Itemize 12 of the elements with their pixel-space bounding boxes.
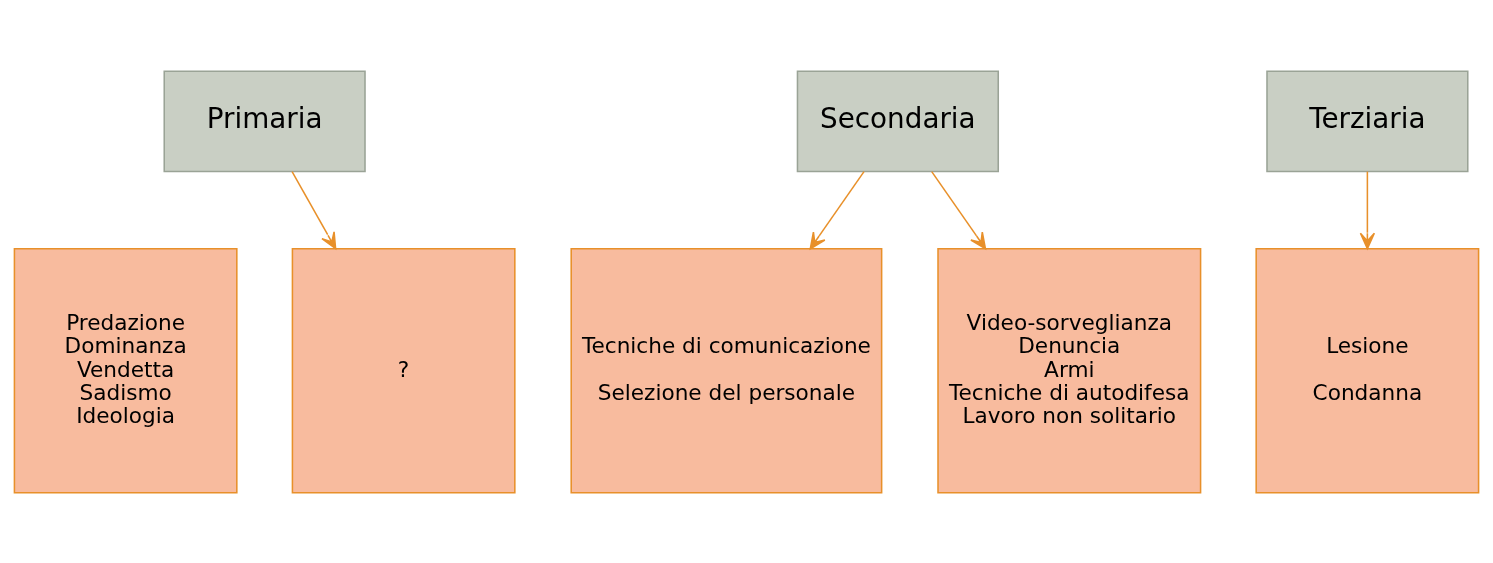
node-box: Tecniche di comunicazione Selezione del personale — [570, 247, 883, 494]
arrow — [1359, 170, 1376, 249]
node-box: ? — [291, 247, 516, 494]
node-box: Primaria — [163, 69, 366, 172]
arrow — [291, 170, 337, 249]
arrow — [930, 170, 987, 249]
node-box: Secondaria — [796, 69, 999, 172]
node-box: Predazione Dominanza Vendetta Sadismo Ideologia — [13, 247, 238, 494]
arrow — [809, 170, 865, 249]
node-box: Video-sorveglianza Denuncia Armi Tecniche di autodifesa Lavoro non solitario — [937, 247, 1202, 494]
node-box: Lesione Condanna — [1255, 247, 1480, 494]
node-box: Terziaria — [1266, 69, 1469, 172]
